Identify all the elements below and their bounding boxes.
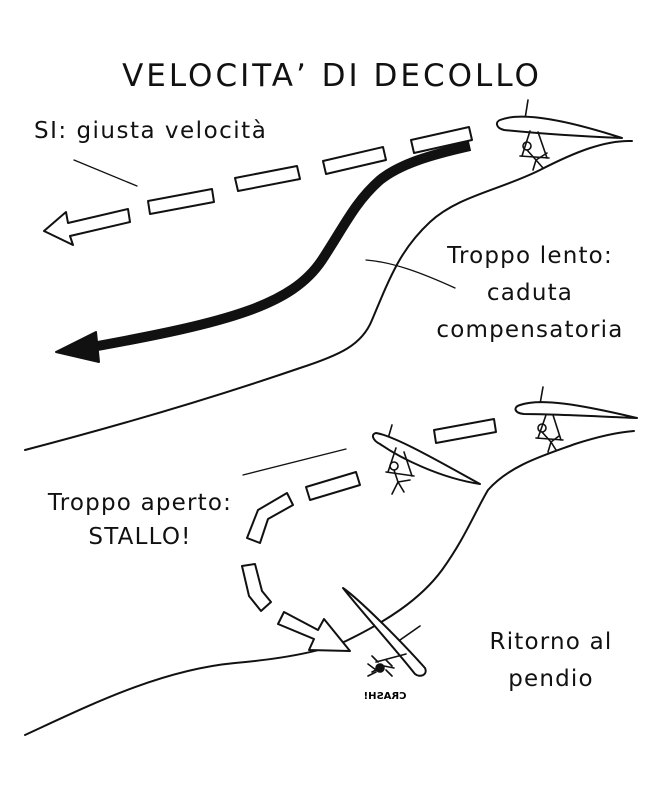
trajectory-dash (246, 492, 294, 544)
crash-label: CRASH! (363, 691, 407, 702)
hang-glider-start (514, 386, 638, 453)
hang-glider-launch (495, 99, 623, 171)
page-title: VELOCITA’ DI DECOLLO (122, 58, 542, 94)
stall-trajectory (241, 418, 497, 652)
hang-glider-crash (342, 587, 427, 677)
too-slow-trajectory (91, 141, 472, 352)
correct-speed-leader-line (73, 159, 138, 187)
too-open-label-line2: STALLO! (88, 524, 192, 550)
too-open-label: Troppo aperto: STALLO! (20, 486, 260, 554)
return-label-line1: Ritorno al (489, 629, 613, 655)
trajectory-dash (410, 126, 473, 154)
lower-hill-slope (24, 430, 635, 736)
too-slow-leader-line (365, 259, 456, 289)
trajectory-dash (234, 165, 301, 192)
correct-speed-trajectory (43, 126, 473, 246)
trajectory-arrow (43, 208, 131, 246)
too-slow-arrowhead (55, 331, 100, 363)
trajectory-dash (322, 146, 387, 175)
trajectory-dash (305, 471, 361, 501)
trajectory-dash (241, 563, 272, 612)
too-slow-label-line2: caduta (486, 280, 574, 306)
return-label: Ritorno al pendio (476, 624, 626, 698)
upper-hill-slope (24, 139, 633, 451)
too-open-label-line1: Troppo aperto: (47, 490, 233, 516)
trajectory-dash (147, 188, 215, 215)
trajectory-dash (433, 418, 497, 444)
correct-speed-label: SI: giusta velocità (34, 118, 268, 144)
too-slow-label-line1: Troppo lento: (447, 243, 613, 269)
return-label-line2: pendio (508, 666, 594, 692)
trajectory-arrow (277, 611, 351, 652)
stall-leader-line (242, 448, 347, 476)
too-slow-label-line3: compensatoria (436, 317, 624, 343)
too-slow-label: Troppo lento: caduta compensatoria (430, 238, 630, 349)
hang-glider-stall (371, 424, 481, 495)
